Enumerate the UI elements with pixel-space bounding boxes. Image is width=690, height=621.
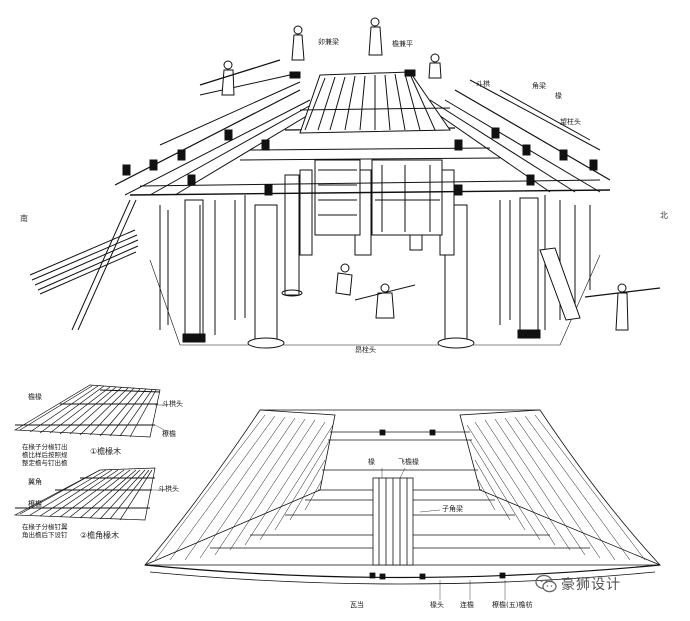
watermark-text: 豪狮设计 [561,577,621,593]
label-frame-3: 斗栱 [476,80,490,88]
label-frame-7: 昂栓头 [355,346,376,354]
fig1-label-c: 橑檐 [162,430,176,438]
watermark: 豪狮设计 [535,572,621,596]
fig1-label-a: 檐椽 [28,393,42,401]
rafter-detail-2 [13,467,156,521]
fig2-label-c: 橑檐 [28,500,42,508]
rafter-detail-1 [13,384,161,438]
label-north: 北 [660,211,668,220]
roof-right-hatching [466,414,646,561]
fig1-caption: ①檐椽木 [90,447,122,456]
roof-left-hatching [154,414,334,561]
fig1-label-b: 斗栱头 [162,400,183,408]
fig2-label-b: 斗栱头 [158,485,179,493]
roof-perspective [144,409,661,585]
label-frame-6: 望柱头 [560,118,581,126]
roof-label-c: 子角梁 [442,505,463,513]
label-south: 南 [20,214,28,223]
roof-label-e: 连檐 [460,601,474,609]
label-frame-2: 檐兼平 [392,40,413,48]
fig2-label-a: 翼角 [28,478,42,486]
roof-label-a: 椽 [368,458,375,466]
fig2-caption: ②檐角椽木 [80,531,120,540]
fig2-note: 在椽子分椽钉翼角出檐后下设钉 [22,523,68,539]
roof-label-f: 瓦当 [350,601,364,609]
roof-label-d: 椽头 [430,601,444,609]
label-frame-4: 角梁 [532,82,546,90]
fig1-note: 在椽子分椽钉出檐比样后按照规整定檐与钉出檐 [22,443,68,467]
leader-lines [150,404,506,600]
timber-frame-drawing [29,17,661,349]
roof-label-g: 橑檐(五)檐枋 [492,601,533,609]
roof-label-b: 飞檐椽 [398,458,419,466]
label-frame-5: 椽 [555,92,562,100]
label-frame-1: 卯兼梁 [318,38,339,46]
wechat-icon [535,574,557,593]
